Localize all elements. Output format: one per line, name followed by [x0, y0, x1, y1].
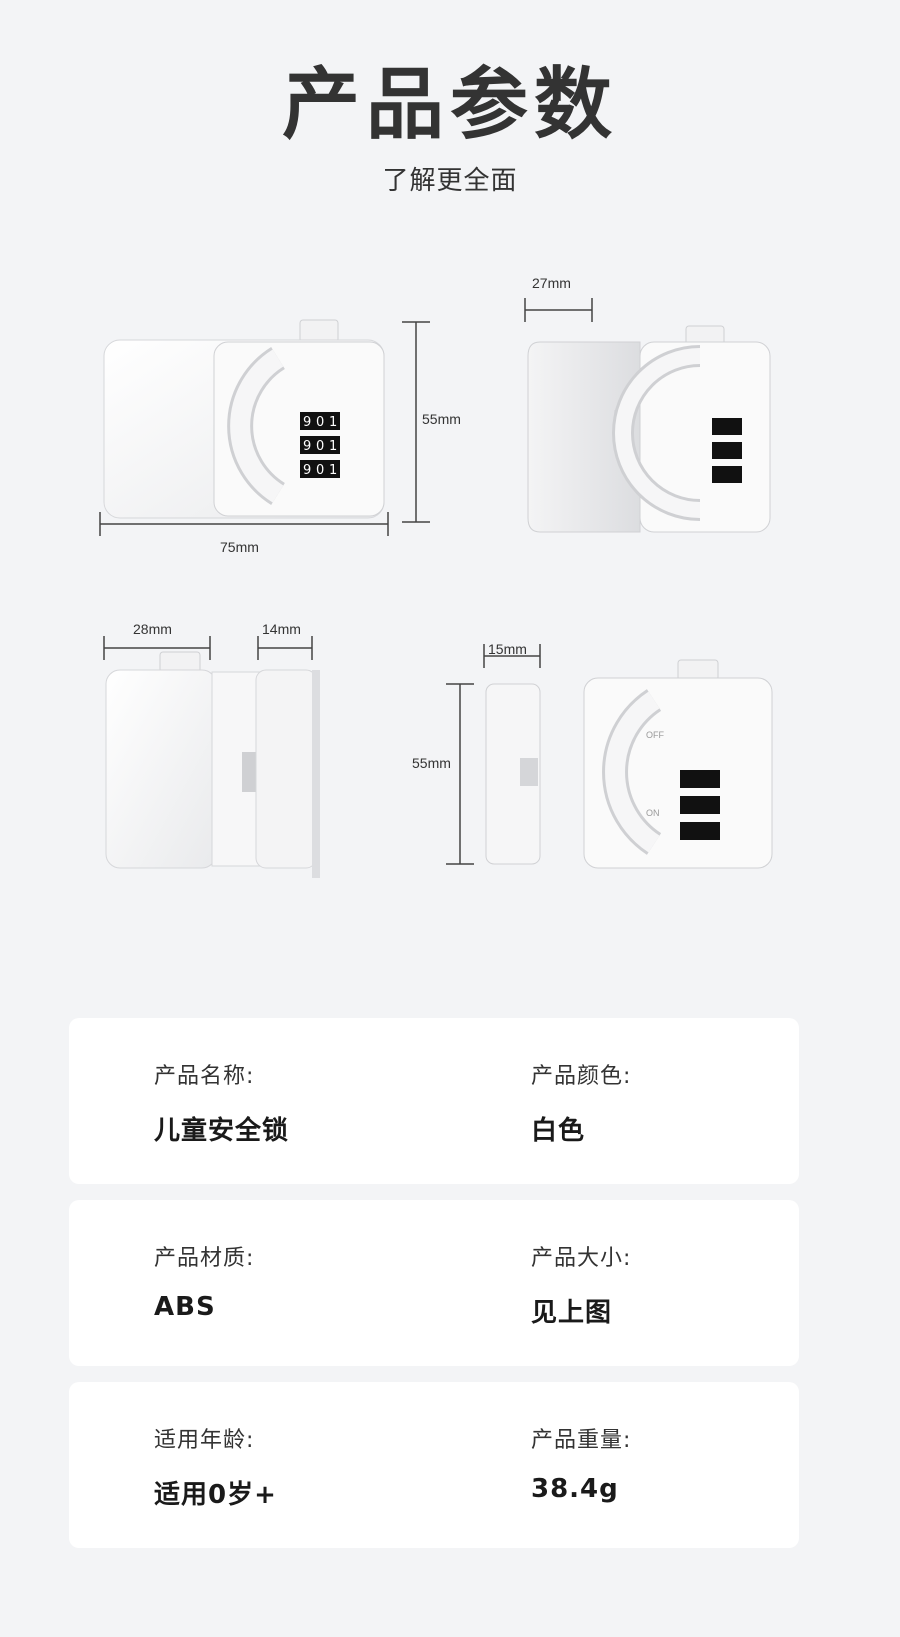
dimension-drawings: 9 0 1 9 0 1 9 0 1 75mm 55mm 27mm	[99, 275, 773, 878]
dial-digit: 9	[303, 415, 311, 430]
spec-label: 适用年龄:	[154, 1428, 255, 1453]
dial-digit: 1	[329, 439, 337, 454]
dial-wheels: 9 0 1 9 0 1 9 0 1	[300, 412, 340, 478]
spec-value: 见上图	[531, 1298, 613, 1328]
spec-material: 产品材质: ABS	[154, 1240, 254, 1322]
spec-label: 产品材质:	[154, 1246, 255, 1271]
side-view: 15mm 55mm	[412, 641, 541, 865]
dial-digit: 0	[316, 415, 324, 430]
spec-age: 适用年龄: 适用0岁+	[154, 1422, 277, 1511]
dial-digit: 0	[316, 439, 324, 454]
page-title: 产品参数	[281, 60, 618, 150]
spec-value: 38.4g	[531, 1474, 619, 1504]
dial-digit: 9	[303, 463, 311, 478]
dimension-side-height: 55mm	[412, 755, 451, 771]
dimension-front-width: 75mm	[220, 539, 259, 555]
switch-view: OFF ON	[583, 659, 773, 869]
spec-weight: 产品重量: 38.4g	[531, 1422, 631, 1504]
open-view: 28mm 14mm	[103, 621, 320, 878]
spec-label: 产品名称:	[154, 1064, 255, 1089]
dial-digit: 1	[329, 415, 337, 430]
dial-digit: 0	[316, 463, 324, 478]
dial-digit: 9	[303, 439, 311, 454]
spec-card-1: 产品名称: 儿童安全锁 产品颜色: 白色	[69, 1018, 799, 1184]
dimension-side-thickness: 15mm	[488, 641, 527, 657]
spec-label: 产品颜色:	[531, 1064, 632, 1089]
spec-color: 产品颜色: 白色	[531, 1058, 631, 1147]
dimension-slide-right: 14mm	[262, 621, 301, 637]
spec-name: 产品名称: 儿童安全锁	[154, 1058, 289, 1147]
dial-digit: 1	[329, 463, 337, 478]
dimension-slide-width: 28mm	[133, 621, 172, 637]
front-view: 9 0 1 9 0 1 9 0 1 75mm 55mm	[99, 319, 461, 555]
spec-value: 儿童安全锁	[154, 1116, 290, 1146]
page-subtitle: 了解更全面	[382, 166, 518, 196]
spec-value: ABS	[154, 1292, 216, 1322]
spec-label: 产品重量:	[531, 1428, 632, 1453]
spec-card-3: 适用年龄: 适用0岁+ 产品重量: 38.4g	[69, 1382, 799, 1548]
spec-size: 产品大小: 见上图	[531, 1240, 631, 1329]
dimension-depth: 27mm	[532, 275, 571, 291]
spec-card-2: 产品材质: ABS 产品大小: 见上图	[69, 1200, 799, 1366]
switch-on-label: ON	[646, 808, 660, 818]
dimension-front-height: 55mm	[422, 411, 461, 427]
angled-view: 27mm	[524, 275, 771, 533]
spec-label: 产品大小:	[531, 1246, 632, 1271]
spec-value: 适用0岁+	[154, 1480, 277, 1510]
spec-value: 白色	[531, 1116, 586, 1146]
switch-off-label: OFF	[646, 730, 664, 740]
